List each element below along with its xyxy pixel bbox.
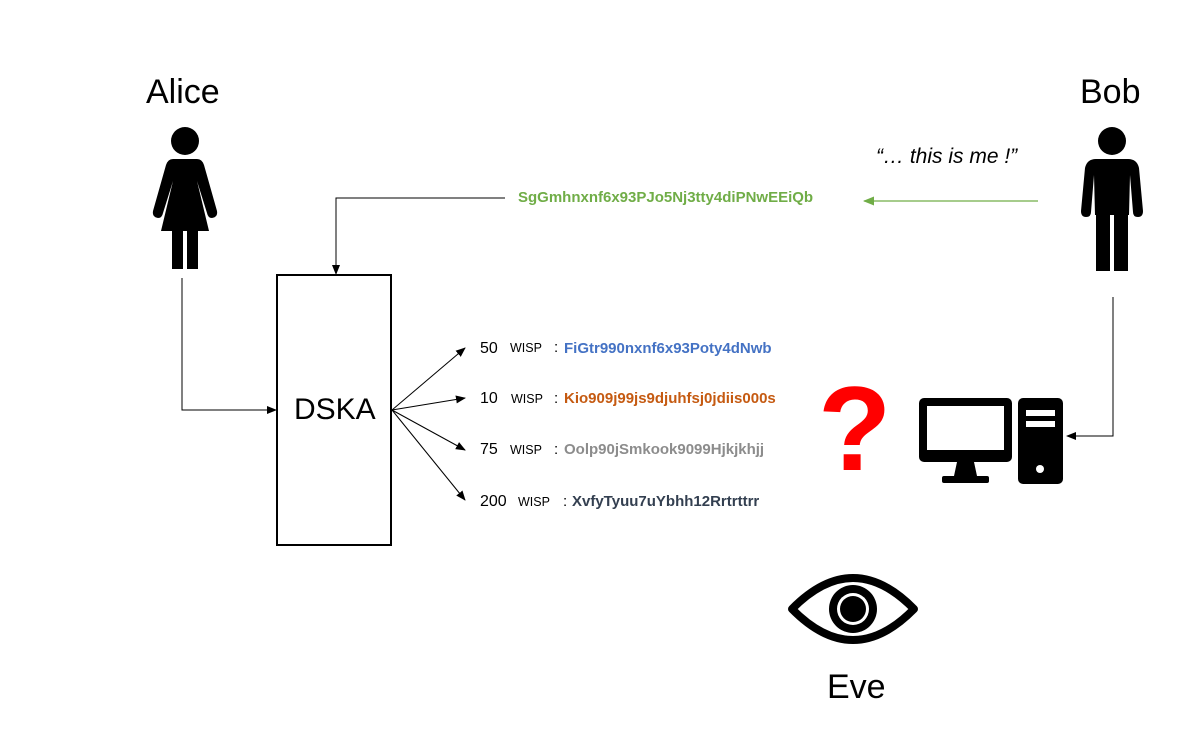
dska-output-arrow <box>391 409 466 501</box>
man-icon <box>1081 127 1143 271</box>
output-amount: 10 <box>480 390 498 407</box>
output-key: XvfyTyuu7uYbhh12Rrtrttrr <box>572 493 760 510</box>
output-unit: WISP <box>518 495 550 509</box>
output-colon: : <box>554 441 559 458</box>
computer-icon <box>919 398 1063 484</box>
output-amount: 50 <box>480 340 498 357</box>
bob-label: Bob <box>1080 73 1141 111</box>
eye-icon <box>788 574 918 644</box>
output-colon: : <box>554 339 559 356</box>
dska-output-arrow <box>391 409 466 451</box>
woman-icon <box>152 127 218 269</box>
output-amount: 200 <box>480 493 507 510</box>
eve-label: Eve <box>827 668 886 706</box>
bob-quote: “… this is me !” <box>876 145 1018 168</box>
dska-box <box>276 274 392 546</box>
dska-output-arrow <box>391 395 466 411</box>
dska-output-arrow <box>391 347 466 411</box>
alice-label: Alice <box>146 73 220 111</box>
alice-to-dska-arrow <box>181 278 277 414</box>
bob-to-computer-arrow <box>1066 297 1114 440</box>
output-key: Kio909j99js9djuhfsj0jdiis000s <box>564 390 776 407</box>
output-unit: WISP <box>510 341 542 355</box>
question-mark: ? <box>818 362 892 496</box>
output-key: FiGtr990nxnf6x93Poty4dNwb <box>564 340 772 357</box>
output-colon: : <box>563 493 568 510</box>
output-unit: WISP <box>511 392 543 406</box>
key-to-dska-arrow <box>332 197 505 275</box>
output-amount: 75 <box>480 441 498 458</box>
secret-key: SgGmhnxnf6x93PJo5Nj3tty4diPNwEEiQb <box>518 189 814 206</box>
output-key: Oolp90jSmkook9099Hjkjkhjj <box>564 441 765 458</box>
output-colon: : <box>554 390 559 407</box>
output-unit: WISP <box>510 443 542 457</box>
dska-label: DSKA <box>294 393 376 426</box>
